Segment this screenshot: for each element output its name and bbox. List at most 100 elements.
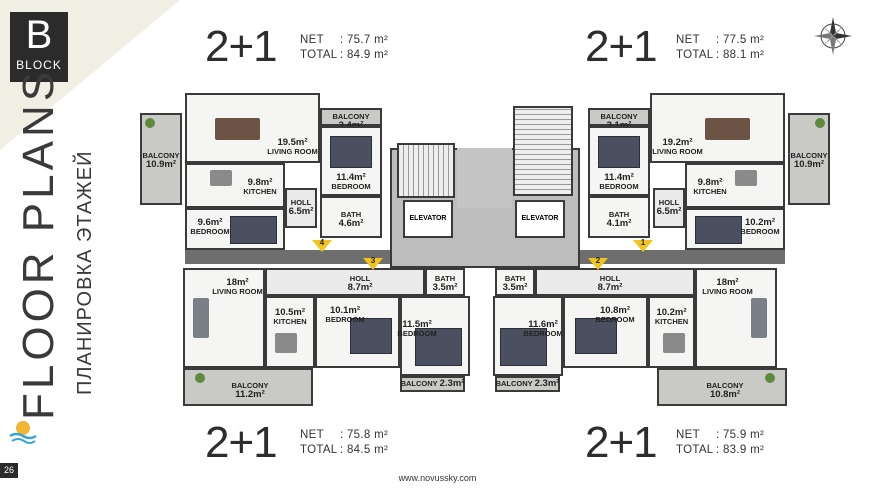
u4-balcony-top <box>320 108 382 126</box>
u4-holl <box>285 188 317 228</box>
u2-balcony-small <box>495 376 560 392</box>
u2-bed-small <box>575 318 617 354</box>
stair-right <box>513 106 573 196</box>
u1-bed-small <box>695 216 742 244</box>
unit-type-bottom-left: 2+1 <box>205 418 278 467</box>
unit-marker-2 <box>588 258 608 270</box>
elevator-right: ELEVATOR <box>515 200 565 238</box>
block-badge: B BLOCK <box>10 12 68 82</box>
unit-marker-1 <box>633 240 653 252</box>
u1-dining-table <box>735 170 757 186</box>
unit-type-top-left: 2+1 <box>205 22 278 71</box>
u4-bed-big <box>330 136 372 168</box>
unit-area-bottom-right: NET: 75.9 m² TOTAL: 83.9 m² <box>676 429 765 456</box>
plant-icon <box>145 118 155 128</box>
u3-bed-small <box>350 318 392 354</box>
plant-icon <box>765 373 775 383</box>
unit-marker-3-label: 3 <box>370 256 376 265</box>
plant-icon <box>195 373 205 383</box>
elevator-left: ELEVATOR <box>403 200 453 238</box>
page-subtitle: ПЛАНИРОВКА ЭТАЖЕЙ <box>74 150 96 395</box>
u3-balcony-main <box>183 368 313 406</box>
unit-marker-2-label: 2 <box>595 256 601 265</box>
page-title: FLOOR PLANS <box>14 67 63 420</box>
u1-bath <box>588 196 650 238</box>
unit-type-top-right: 2+1 <box>585 22 658 71</box>
unit-marker-4 <box>312 240 332 252</box>
u2-sofa <box>751 298 767 338</box>
unit-marker-1-label: 1 <box>640 238 646 247</box>
block-letter: B <box>25 13 53 57</box>
unit-area-top-left: NET: 75.7 m² TOTAL: 84.9 m² <box>300 34 389 61</box>
u4-balcony-side <box>140 113 182 205</box>
u4-living-room <box>185 93 320 163</box>
u4-sofa-set <box>215 118 260 140</box>
u4-kitchen <box>185 163 285 208</box>
u1-bed-big <box>598 136 640 168</box>
u4-dining-table <box>210 170 232 186</box>
compass-icon <box>814 17 852 55</box>
u1-balcony-top <box>588 108 650 126</box>
u2-kitchen <box>648 296 695 368</box>
u2-holl <box>535 268 695 296</box>
plant-icon <box>815 118 825 128</box>
u4-bed-small <box>230 216 277 244</box>
u4-bath <box>320 196 382 238</box>
u4-balcony-top-label: BALCONY 3.4m² <box>332 112 370 130</box>
website-url[interactable]: www.novussky.com <box>398 473 477 483</box>
brand-logo <box>9 421 37 444</box>
u1-sofa-set <box>705 118 750 140</box>
u2-balcony-small-label: BALCONY 2.3m² <box>495 378 560 389</box>
u3-bath <box>425 268 465 296</box>
u3-holl <box>265 268 425 296</box>
unit-marker-4-label: 4 <box>319 238 325 247</box>
u3-balcony-small <box>400 376 465 392</box>
u2-dining-table <box>663 333 685 353</box>
stair-left <box>397 143 455 198</box>
unit-marker-3 <box>363 258 383 270</box>
u3-bed-big <box>415 328 462 366</box>
unit-area-top-right: NET: 77.5 m² TOTAL: 88.1 m² <box>676 34 765 61</box>
lobby <box>457 148 512 208</box>
u3-sofa <box>193 298 209 338</box>
u1-balcony-top-label: BALCONY 3.1m² <box>600 112 638 130</box>
u1-balcony-side <box>788 113 830 205</box>
unit-type-bottom-right: 2+1 <box>585 418 658 467</box>
u1-holl <box>653 188 685 228</box>
u3-balcony-small-label: BALCONY 2.3m² <box>400 378 465 389</box>
u2-bed-big <box>500 328 547 366</box>
u3-dining-table <box>275 333 297 353</box>
page-number: 26 <box>0 463 18 478</box>
u3-kitchen <box>265 296 315 368</box>
block-word: BLOCK <box>16 58 62 72</box>
unit-area-bottom-left: NET: 75.8 m² TOTAL: 84.5 m² <box>300 429 389 456</box>
